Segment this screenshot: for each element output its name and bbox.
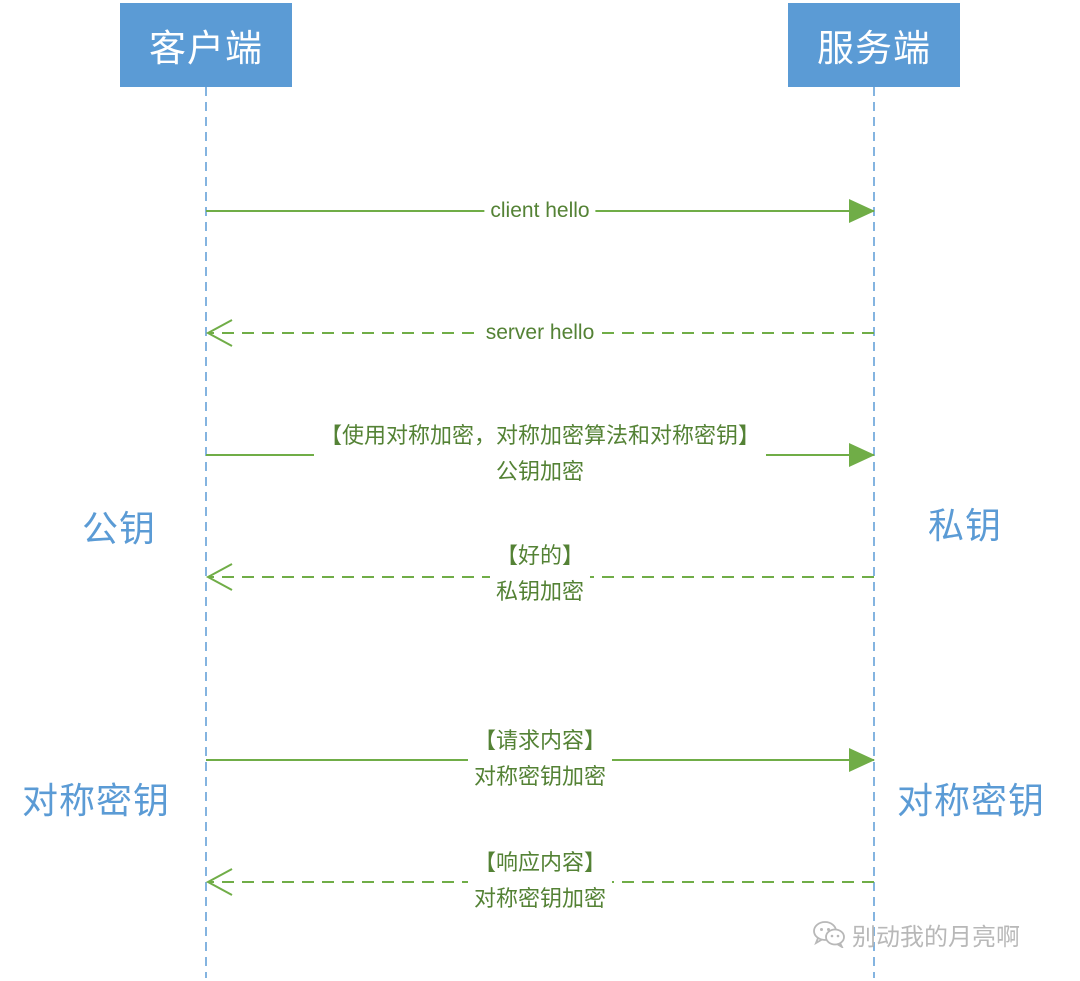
message-label-server-hello: server hello xyxy=(479,315,601,351)
server-actor-label: 服务端 xyxy=(817,27,931,70)
encryption-method-text: 对称密钥加密 xyxy=(473,760,607,796)
client-symmetric-key-label: 对称密钥 xyxy=(22,781,171,822)
client-actor-label: 客户端 xyxy=(149,27,263,70)
arrow-response xyxy=(205,868,874,896)
message-label-request: 【请求内容】 对称密钥加密 xyxy=(467,724,613,796)
message-label-cipher-proposal: 【使用对称加密，对称加密算法和对称密钥】 公钥加密 xyxy=(313,419,767,491)
server-symmetric-key-label: 对称密钥 xyxy=(897,781,1046,822)
server-private-key-label: 私钥 xyxy=(928,506,1003,547)
client-actor-box: 客户端 xyxy=(120,3,292,87)
message-label-response: 【响应内容】 对称密钥加密 xyxy=(467,846,613,918)
encryption-method-text: 私钥加密 xyxy=(495,575,585,611)
message-label-ok-reply: 【好的】 私钥加密 xyxy=(489,539,591,611)
message-text: server hello xyxy=(485,321,595,344)
arrow-server-hello xyxy=(205,319,874,347)
encryption-method-text: 对称密钥加密 xyxy=(473,882,607,918)
encryption-method-text: 公钥加密 xyxy=(319,455,761,491)
arrow-ok-reply xyxy=(205,563,874,591)
client-public-key-label: 公钥 xyxy=(82,509,157,550)
message-label-client-hello: client hello xyxy=(484,193,596,229)
server-actor-box: 服务端 xyxy=(788,3,960,87)
message-text: 【请求内容】 xyxy=(473,729,607,754)
watermark: 别动我的月亮啊 xyxy=(812,914,1020,954)
message-text: client hello xyxy=(490,199,590,222)
wechat-icon xyxy=(813,921,845,948)
message-text: 【好的】 xyxy=(495,544,585,569)
message-text: 【使用对称加密，对称加密算法和对称密钥】 xyxy=(319,424,761,449)
message-text: 【响应内容】 xyxy=(473,851,607,876)
watermark-text: 别动我的月亮啊 xyxy=(852,922,1020,951)
